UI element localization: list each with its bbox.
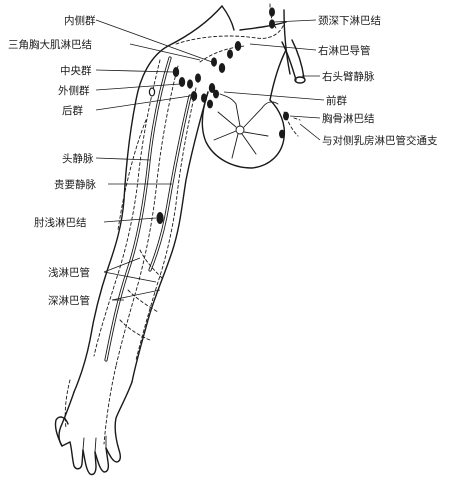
lymph-node (187, 79, 193, 89)
breast-drainage (213, 93, 279, 159)
label-right-brachiocephalic-vein: 右头臂静脉 (322, 70, 375, 83)
label-central-group: 中央群 (60, 64, 92, 77)
label-right-lymphatic-duct: 右淋巴导管 (318, 44, 371, 57)
lymph-node (218, 63, 226, 73)
lymph-node (207, 99, 213, 109)
leader-lines (95, 19, 325, 301)
lymph-node (211, 57, 217, 67)
label-contralateral-connection: 与对侧乳房淋巴管交通支 (322, 134, 438, 147)
lymph-node (227, 49, 233, 59)
lymph-nodes (148, 7, 289, 224)
lymph-node (172, 67, 180, 77)
lymph-node (269, 19, 275, 29)
lymph-node (156, 212, 164, 224)
label-posterior-group: 后群 (62, 104, 83, 117)
lymph-node (208, 83, 216, 93)
label-parasternal-nodes: 胸骨淋巴结 (322, 112, 375, 125)
label-anterior-group: 前群 (326, 94, 347, 107)
lymph-node (283, 111, 289, 121)
label-basilic-vein: 贵要静脉 (54, 178, 96, 191)
veins (104, 56, 192, 362)
lymph-node (269, 7, 275, 17)
lymph-node (234, 41, 242, 51)
label-deep-lymph-vessels: 深淋巴管 (48, 294, 90, 307)
lymph-node (279, 129, 285, 139)
labels: 内侧群 三角胸大肌淋巴结 中央群 外侧群 后群 头静脉 贵要静脉 肘浅淋巴结 浅… (8, 14, 438, 307)
label-deltopectoral-nodes: 三角胸大肌淋巴结 (8, 38, 92, 51)
lymph-node (190, 91, 198, 101)
label-lateral-group: 外侧群 (58, 84, 90, 97)
lymph-node (178, 77, 186, 87)
label-superficial-lymph-vessels: 浅淋巴管 (48, 266, 90, 279)
lymph-node (195, 73, 201, 83)
label-cubital-superficial-nodes: 肘浅淋巴结 (34, 216, 87, 229)
label-deep-cervical-nodes: 颈深下淋巴结 (318, 14, 381, 27)
lymph-node (213, 89, 219, 99)
chest-outline (201, 5, 306, 169)
label-cephalic-vein: 头静脉 (62, 152, 94, 165)
lymph-node (148, 87, 156, 97)
label-medial-group: 内侧群 (64, 14, 96, 27)
lymph-node (201, 93, 207, 103)
